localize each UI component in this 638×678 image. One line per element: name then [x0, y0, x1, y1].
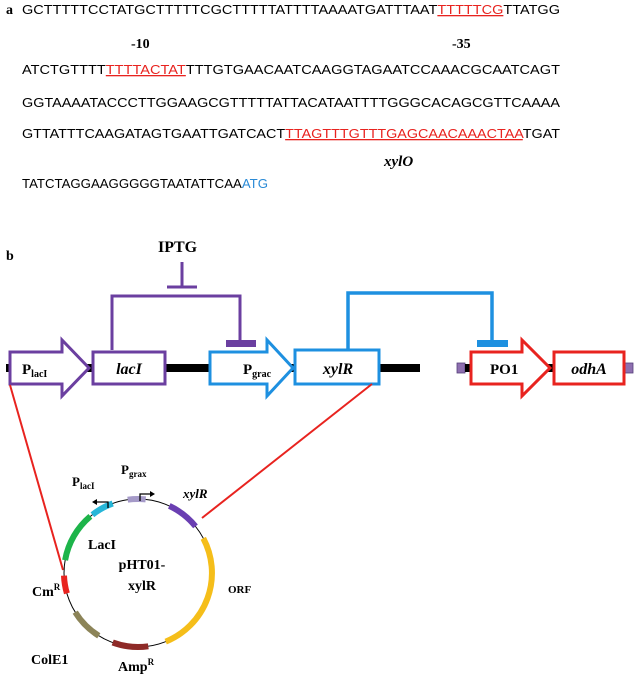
cm-segment — [61, 575, 70, 595]
sequence-run: GTTATTTCAAGATAGTGAATTGATCACT — [22, 126, 285, 141]
laci-label: lacI — [116, 361, 143, 378]
sequence-run: TATCTAGGAAGGGGGTAATATTCAA — [22, 176, 242, 191]
panel-a-label: a — [6, 3, 13, 18]
laci-gene: lacI — [91, 350, 167, 386]
sequence-run: TGAT — [523, 126, 560, 141]
odha-box — [552, 350, 626, 386]
xylr-repression-line — [346, 291, 494, 350]
plac-label: PlacI — [22, 362, 47, 380]
plasmid-name-line1: pHT01- — [119, 558, 166, 573]
pgrax-arrowhead-icon — [150, 491, 155, 497]
plasmid-pgrax-label: Pgrax — [121, 462, 147, 479]
sequence-run: TTATGG — [503, 2, 560, 17]
xylr-segment — [167, 503, 198, 529]
plasmid-amp-label: AmpR — [118, 657, 155, 675]
laci-repression-bar — [226, 340, 256, 347]
backbone-end-marker-left — [456, 362, 466, 374]
plasmid-cole1-label: ColE1 — [31, 653, 68, 668]
sequence-run: GGTAAAATACCCTTGGAAGCGTTTTTATTACATAATTTTG… — [22, 95, 560, 110]
sequence-run: TTTTACTAT — [106, 62, 186, 77]
odha-gene: odhA — [552, 350, 626, 386]
sequence-line-3: GGTAAAATACCCTTGGAAGCGTTTTTATTACATAATTTTG… — [22, 95, 560, 110]
laci-box — [91, 350, 167, 386]
po1-label: PO1 — [490, 362, 518, 378]
backbone-end-marker-right — [624, 362, 634, 374]
pgrax-segment — [127, 496, 147, 503]
xylr-box — [293, 348, 381, 386]
laci-segment — [62, 514, 93, 561]
odha-label: odhA — [571, 361, 607, 378]
amp-segment — [111, 639, 149, 650]
plac-arrowhead-icon — [92, 499, 97, 505]
pgrax-direction-arrow-icon — [139, 493, 150, 501]
sequence-run: ATG — [242, 176, 268, 191]
laci-repression-line — [110, 294, 242, 350]
plasmid-name-line2: xylR — [128, 579, 157, 594]
panel-b-label: b — [6, 249, 14, 264]
plac-direction-arrow-icon — [97, 501, 109, 508]
sequence-run: TTAGTTTGTTTGAGCAACAAACTAA — [285, 126, 524, 141]
plasmid-map: PlacI Pgrax xylR ORF LacI CmR ColE1 AmpR… — [31, 462, 252, 675]
minus10-label: -10 — [131, 37, 150, 52]
plasmid-plac-label: PlacI — [72, 474, 95, 491]
pgrac-promoter: Pgrac — [208, 336, 296, 400]
xylr-repression-bar — [477, 340, 508, 347]
sequence-run: ATCTGTTTT — [22, 62, 106, 77]
po1-arrow — [469, 336, 553, 400]
plac-promoter: PlacI — [8, 336, 92, 400]
minus35-label: -35 — [452, 37, 471, 52]
sequence-line-1: GCTTTTTCCTATGCTTTTTCGCTTTTTATTTTAAAATGAT… — [22, 2, 560, 17]
plasmid-laci-label: LacI — [88, 538, 116, 553]
xylo-label: xylO — [383, 154, 413, 170]
pgrac-arrow — [208, 336, 296, 400]
zoom-line-left — [9, 384, 64, 571]
po1-promoter: PO1 — [469, 336, 553, 400]
xylr-gene: xylR — [293, 348, 381, 386]
plac-arrow — [8, 336, 92, 400]
pgrac-label: Pgrac — [243, 362, 272, 380]
orf-segment — [164, 536, 215, 645]
plasmid-orf-label: ORF — [228, 584, 252, 596]
plasmid-xylr-label: xylR — [182, 486, 208, 501]
sequence-run: TTTGTGAACAATCAAGGTAGAATCCAAACGCAATCAGT — [186, 62, 560, 77]
iptg-label: IPTG — [158, 239, 198, 256]
xylr-label: xylR — [322, 361, 354, 378]
plac-segment — [90, 500, 114, 518]
sequence-run: TTTTTCG — [437, 2, 503, 17]
plasmid-cm-label: CmR — [32, 582, 61, 600]
cole1-segment — [72, 610, 101, 639]
zoom-line-right — [201, 383, 373, 519]
sequence-run: GCTTTTTCCTATGCTTTTTCGCTTTTTATTTTAAAATGAT… — [22, 2, 437, 17]
